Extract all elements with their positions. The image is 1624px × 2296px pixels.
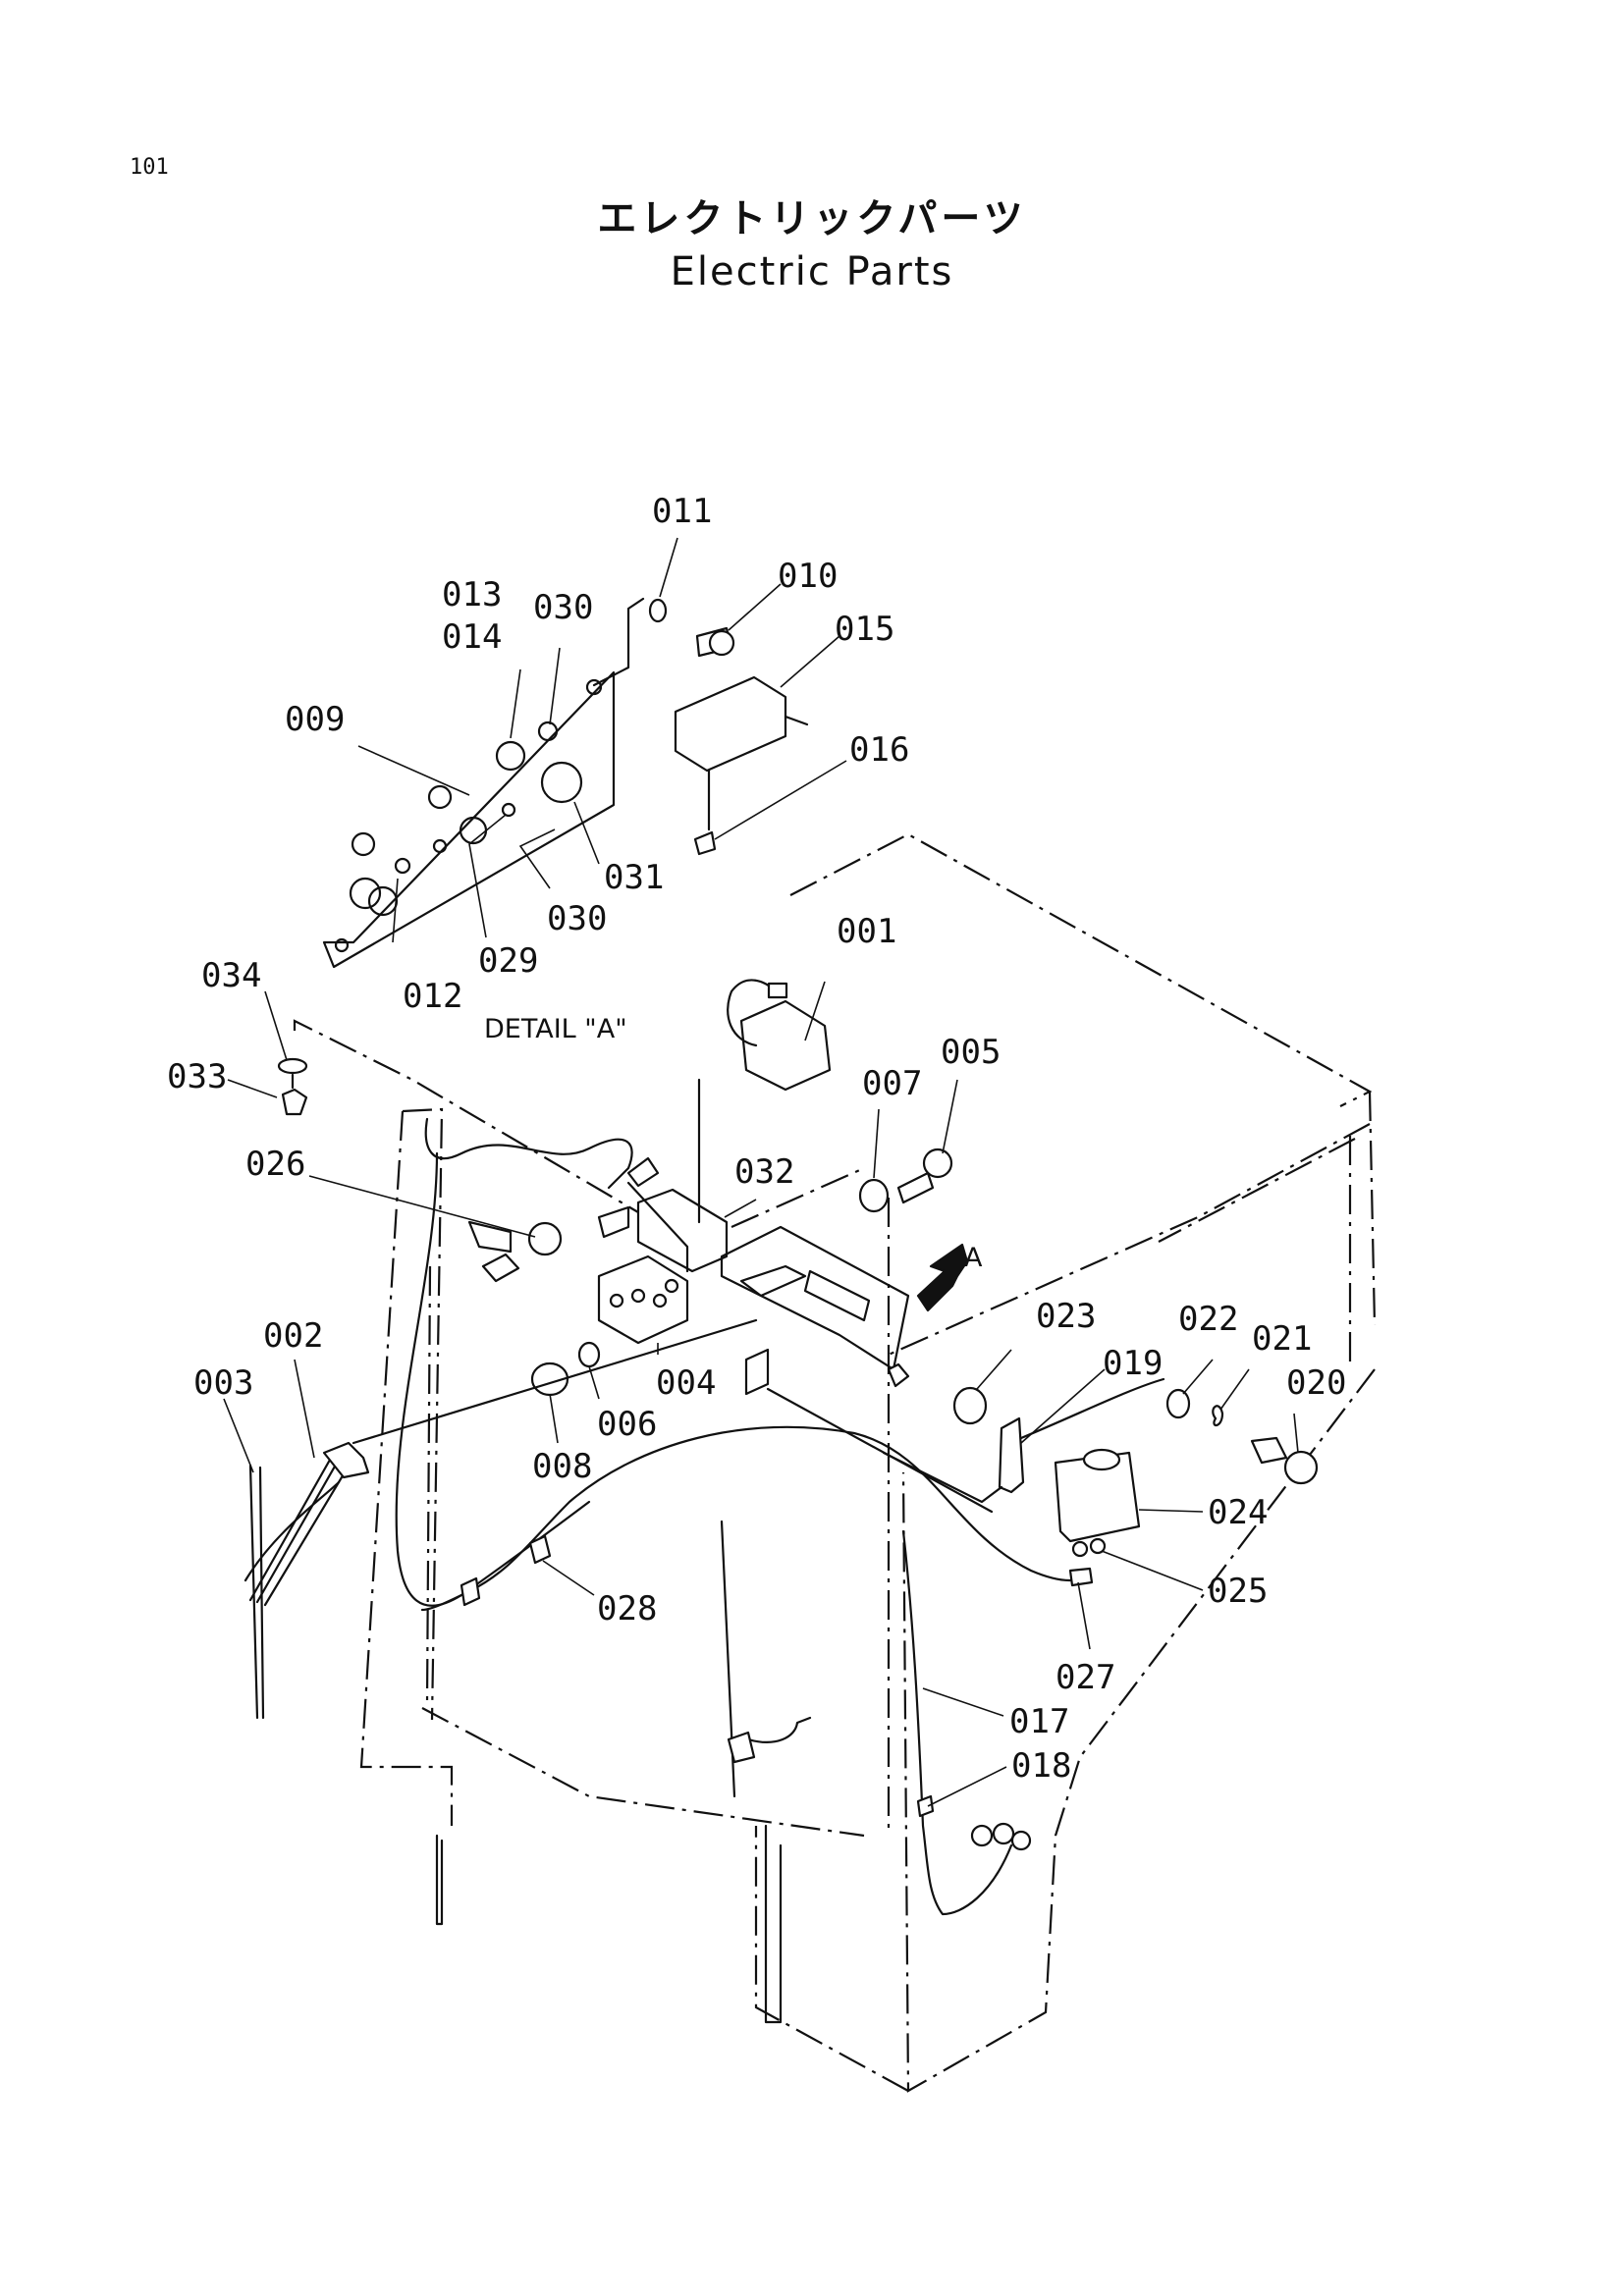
callout-025: 025 [1208,1572,1268,1611]
callout-024: 024 [1208,1493,1268,1532]
callout-030-lower: 030 [547,899,607,938]
grommet-006 [530,1341,601,1397]
callout-034: 034 [201,956,261,995]
relay-001 [727,979,832,1092]
callout-009: 009 [285,700,345,739]
callout-033: 033 [167,1057,227,1096]
callout-001: 001 [837,912,896,951]
callout-020: 020 [1286,1363,1346,1403]
callout-028: 028 [597,1589,657,1629]
detail-a-frame [293,1019,910,1371]
callout-018: 018 [1011,1746,1071,1786]
lamp-and-relay-parts [648,598,809,856]
screw-005 [858,1148,953,1213]
title-japanese: エレクトリックパーツ [597,196,1027,241]
callout-011: 011 [652,492,712,531]
page-number: 101 [130,155,169,180]
callout-004: 004 [656,1363,716,1403]
title-english: Electric Parts [670,249,954,294]
callout-003: 003 [193,1363,253,1403]
bolt-033 [277,1057,308,1116]
callout-006: 006 [597,1405,657,1444]
callout-021: 021 [1252,1319,1312,1359]
callout-019: 019 [1103,1344,1163,1383]
bushing-026 [467,1220,563,1283]
cab-outline [359,832,1377,2093]
callout-007: 007 [862,1064,922,1103]
callout-030-upper: 030 [533,588,593,627]
callout-016: 016 [849,730,909,770]
callout-labels: 011 010 015 013 014 030 009 016 031 030 … [167,492,1346,1786]
callout-002: 002 [263,1316,323,1356]
bracket-032 [597,1078,729,1273]
harness-clamps [460,1534,1032,1851]
callout-017: 017 [1009,1702,1069,1741]
washer-tank-024 [1054,1448,1141,1587]
callout-005: 005 [941,1033,1001,1072]
callout-022: 022 [1178,1300,1238,1339]
callout-012: 012 [403,977,462,1016]
callout-029: 029 [478,941,538,981]
callout-026: 026 [245,1145,305,1184]
washer-set-020-023 [882,1362,1319,1504]
callout-032: 032 [734,1152,794,1192]
callout-008: 008 [532,1447,592,1486]
lever-002 [244,1318,758,1720]
wiring-harness [395,1117,1092,1916]
view-arrow-a [916,1243,969,1312]
leader-lines [223,537,1299,1807]
callout-013: 013 [442,575,502,614]
view-arrow-label: A [964,1243,983,1273]
callout-010: 010 [778,557,838,596]
callout-014: 014 [442,617,502,657]
callout-027: 027 [1056,1658,1115,1697]
callout-015: 015 [835,610,894,649]
callout-031: 031 [604,858,664,897]
detail-a-label: DETAIL "A" [484,1014,627,1044]
plate-004 [597,1255,689,1345]
callout-023: 023 [1036,1297,1096,1336]
socket-block [744,1348,994,1514]
